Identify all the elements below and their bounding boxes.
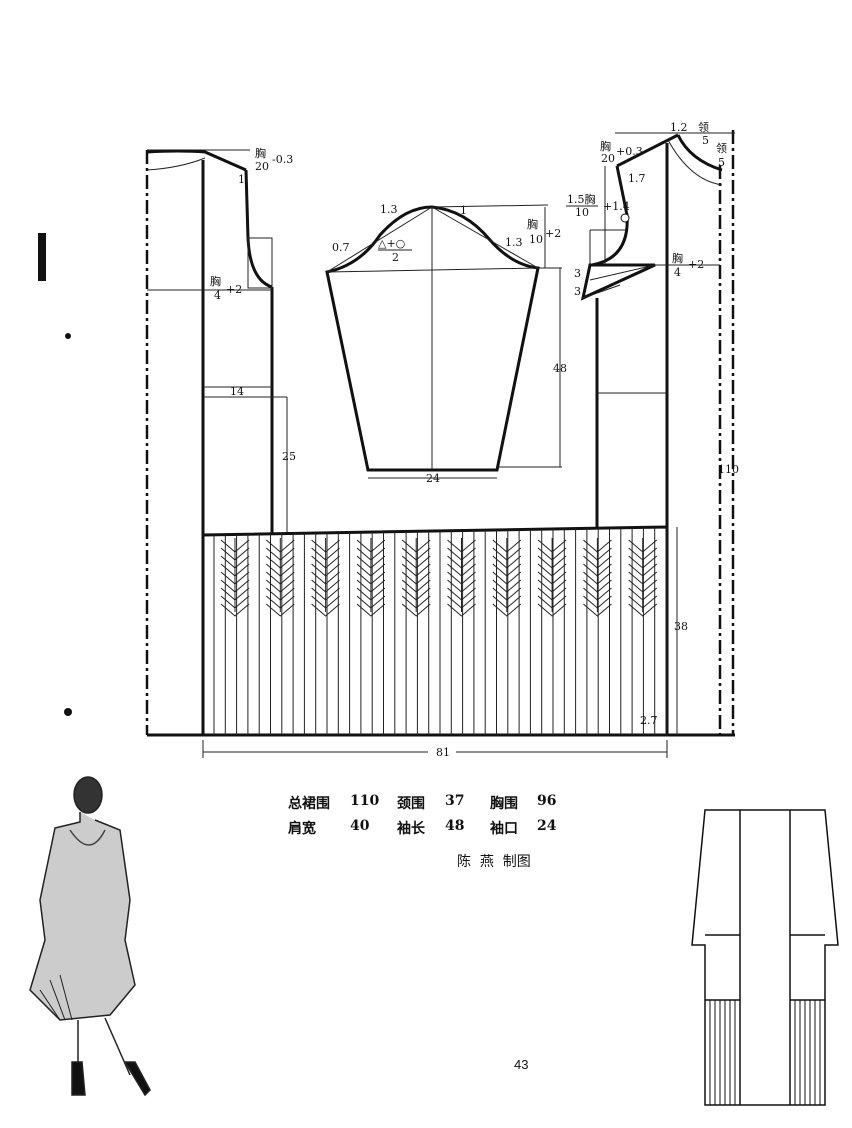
- sleeve-cap-left-13: 1.3: [380, 203, 398, 216]
- front-chest-label: 胸: [672, 251, 683, 265]
- front-dart-3a: 3: [574, 267, 581, 280]
- fashion-illustration: [29, 776, 151, 1097]
- spec-value: 40: [350, 818, 370, 834]
- sleeve-formula-den: 2: [392, 251, 399, 264]
- sleeve-chest-label: 胸: [527, 217, 538, 231]
- front-shoulder-chest: 胸: [600, 139, 611, 153]
- front-shoulder-plus: +0.3: [616, 145, 643, 158]
- page-number: 43: [514, 1057, 529, 1072]
- spec-label: 胸围: [490, 796, 518, 812]
- back-chest-den: 4: [214, 289, 221, 302]
- sleeve-07: 0.7: [332, 241, 350, 254]
- pleat-chevron: [265, 538, 295, 617]
- sleeve-cap-right-13: 1.3: [505, 236, 523, 249]
- sleeve-chest-den: 10: [529, 233, 543, 246]
- front-chest-den: 4: [674, 266, 681, 279]
- pleat-chevron: [492, 538, 522, 617]
- back-width-14: 14: [230, 385, 244, 398]
- scan-mark: [38, 233, 46, 281]
- spec-label: 袖口: [490, 821, 518, 837]
- back-shoulder-minus: -0.3: [272, 153, 293, 166]
- front-neck2-den: 5: [718, 156, 725, 169]
- pleat-chevron: [401, 538, 431, 617]
- total-length-110: 110: [718, 463, 739, 476]
- spec-label: 总裙围: [288, 796, 330, 812]
- pleat-chevron: [537, 538, 567, 617]
- front-neck-label: 领: [698, 121, 709, 134]
- pleat-chevron: [628, 538, 658, 617]
- skirt-hem-27: 2.7: [640, 714, 658, 727]
- pleat-chevron: [583, 538, 612, 617]
- spec-value: 24: [537, 818, 557, 834]
- spec-label: 颈围: [397, 796, 425, 812]
- spec-value: 96: [537, 793, 557, 809]
- spec-label: 肩宽: [288, 821, 316, 837]
- sleeve-formula-num: △+○: [378, 237, 405, 250]
- skirt-width-81: 81: [436, 746, 450, 759]
- back-chest-plus: +2: [226, 283, 242, 296]
- skirt-height-38: 38: [674, 620, 688, 633]
- sleeve-cuff-24: 24: [426, 472, 440, 485]
- back-chest-label: 胸: [210, 274, 221, 288]
- spec-value: 48: [445, 818, 465, 834]
- back-shoulder-den: 20: [255, 160, 269, 173]
- back-piece: [145, 149, 735, 737]
- sleeve-plus2: +2: [545, 227, 561, 240]
- scan-dot: [64, 708, 72, 716]
- drafter-credit: 陈 燕 制图: [457, 854, 531, 870]
- pleat-chevron: [356, 538, 386, 617]
- pleat-chevron: [220, 538, 250, 617]
- front-plus14: +1.4: [603, 200, 630, 213]
- garment-flat-sketch: [691, 809, 839, 1106]
- sleeve-length-48: 48: [553, 362, 567, 375]
- sleeve-cap-right-1: 1: [460, 204, 467, 217]
- back-shoulder-chest-label: 胸: [255, 146, 266, 160]
- front-17: 1.7: [628, 172, 646, 185]
- front-dart-3b: 3: [574, 285, 581, 298]
- front-chest-plus: +2: [688, 258, 704, 271]
- front-15-den: 10: [575, 206, 589, 219]
- spec-value: 37: [445, 793, 465, 809]
- front-piece: [580, 130, 735, 735]
- spec-label: 袖长: [397, 821, 425, 837]
- front-neck2-label: 领: [716, 142, 727, 155]
- back-height-25: 25: [282, 450, 296, 463]
- back-one-label: 1: [238, 173, 245, 186]
- front-15chest: 1.5胸: [567, 192, 596, 206]
- front-12: 1.2: [670, 121, 688, 134]
- sleeve-piece: [325, 204, 562, 479]
- scan-dot: [65, 333, 71, 339]
- pleated-skirt: [202, 525, 678, 735]
- front-shoulder-den: 20: [601, 152, 615, 165]
- pleat-chevron: [447, 538, 476, 617]
- spec-value: 110: [350, 793, 380, 809]
- pleat-chevron: [311, 538, 340, 617]
- front-neck-den: 5: [702, 134, 709, 147]
